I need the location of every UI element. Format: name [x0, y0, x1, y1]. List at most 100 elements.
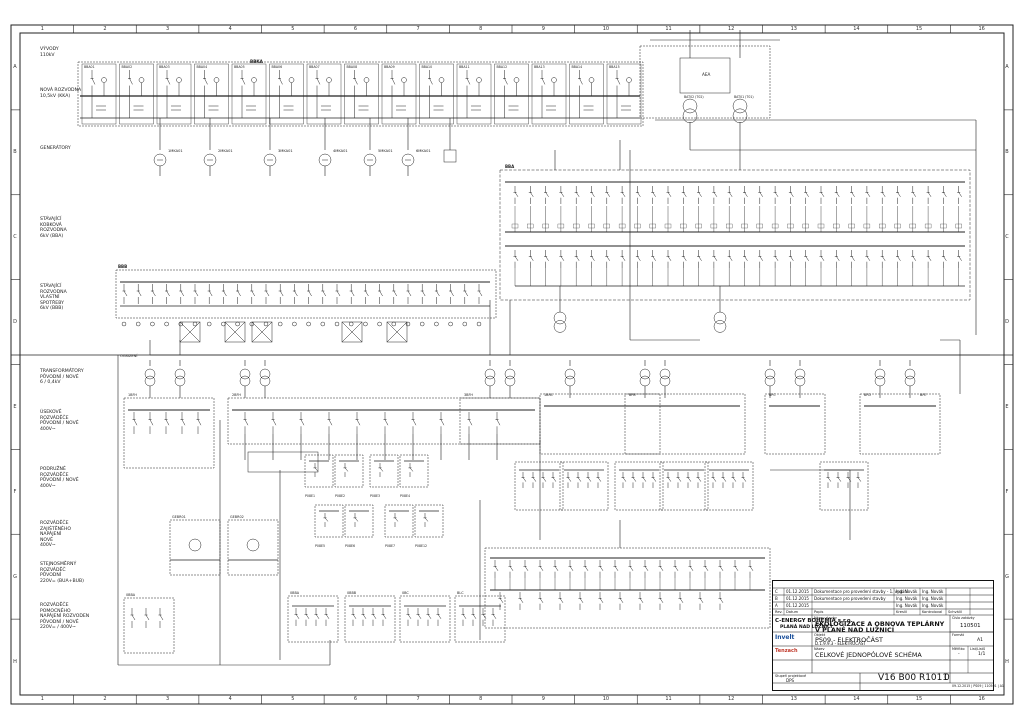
designer-logo: Tenzach: [775, 648, 798, 654]
diagram-label: BBA14: [572, 65, 583, 69]
diagram-label: BBA09: [384, 65, 395, 69]
label-object: Objekt: [814, 633, 826, 637]
column-number: 11: [665, 26, 672, 32]
diagram-label: 3MKA01: [278, 149, 293, 153]
column-number: 14: [853, 26, 860, 32]
diagram-label: BFB: [629, 393, 636, 397]
column-number: 2: [103, 26, 107, 32]
rev-header-no: Rev.: [775, 610, 783, 614]
column-number: 12: [728, 26, 735, 32]
section-label-line: 6kV (BBA): [40, 233, 64, 239]
diagram-label: BFE: [920, 393, 926, 397]
rev-a-checked: Ing. Novák: [922, 603, 944, 608]
column-number: 1: [40, 696, 44, 702]
diagram-label: BBB: [118, 264, 127, 269]
diagram-label: BBA01: [84, 65, 95, 69]
diagram-label: BBA10: [422, 65, 433, 69]
label-drawing: Název: [814, 647, 825, 651]
diagram-label: GEBR01: [172, 515, 186, 519]
section-label-line: PŮVODNÍ / NOVÉ: [40, 478, 79, 484]
rev-b-no: B: [775, 596, 778, 601]
diagram-label: P08E3: [370, 494, 380, 498]
section-label-line: POMOCNÉHO: [40, 608, 71, 614]
column-number: 5: [291, 696, 295, 702]
section-label-line: 110kV: [40, 52, 55, 58]
diagram-label: 1MKA01: [168, 149, 183, 153]
column-number: 6: [353, 696, 358, 702]
diagram-label: 5MKA01: [378, 149, 393, 153]
client-name: C-ENERGY BOHEMIA s.r.o.: [775, 618, 853, 624]
row-letter: A: [13, 64, 17, 71]
section-label-line: ZAJIŠTĚNÉHO: [40, 526, 72, 532]
diagram-label: P08E6: [345, 544, 355, 548]
column-number: 10: [602, 696, 610, 702]
section-label-line: NOVÉ: [40, 537, 54, 543]
diagram-label: P08E1: [305, 494, 315, 498]
label-stage: Stupeň projektové: [775, 674, 807, 678]
diagram-label: 0BBB: [347, 591, 357, 595]
section-label-line: ROZVÁDĚČ: [40, 567, 66, 573]
diagram-label: BAT02 (T02): [684, 95, 704, 99]
object-name: PS09 - ELEKTROČÁST: [815, 636, 883, 644]
section-label-line: SPOTŘEBY: [40, 300, 64, 306]
section-label-line: 400V~: [40, 483, 56, 489]
diagram-label: BBA11: [459, 65, 470, 69]
column-number: 8: [479, 696, 483, 702]
section-label-line: PŮVODNÍ / NOVÉ: [40, 374, 79, 380]
row-letter: H: [1005, 658, 1009, 665]
column-number: 5: [291, 26, 295, 32]
rev-b-date: 01.12.2015: [786, 596, 809, 601]
row-letter: C: [1005, 234, 1009, 241]
contractor-logo: Invelt: [775, 634, 795, 641]
column-number: 15: [915, 26, 923, 32]
label-format: Formát: [952, 633, 964, 637]
rev-c-date: 01.12.2015: [786, 589, 809, 594]
project-title: EKOLOGIZACE A OBNOVA TEPLÁRNY: [815, 620, 945, 628]
diagram-label: 6MKA01: [416, 149, 431, 153]
section-label-line: KOBKOVÁ: [40, 222, 62, 228]
section-label-line: NAPÁJENÍ ROZVODEN: [40, 614, 90, 620]
row-letter: E: [13, 403, 17, 410]
rev-c-no: C: [775, 589, 778, 594]
section-label-line: ROZVÁDĚČE: [40, 472, 69, 478]
column-number: 9: [541, 696, 545, 702]
client-sub: PLANÁ NAD LUŽNICÍ: [780, 625, 833, 630]
diagram-label: 3BFH: [464, 393, 473, 397]
column-number: 16: [978, 26, 985, 32]
section-label: GENERÁTORY: [40, 146, 71, 152]
section-label-line: STÁVAJÍCÍ: [40, 284, 62, 289]
section-label-line: VLASTNÍ: [40, 295, 60, 301]
section-label-line: 6kV (BBB): [40, 306, 64, 312]
diagram-label: GEBR02: [230, 515, 244, 519]
column-number: 8: [479, 26, 483, 32]
rev-header-checked: Kontroloval: [922, 610, 943, 614]
diagram-label: BBA03: [159, 65, 170, 69]
column-number: 11: [665, 696, 672, 702]
grid-ticks: [11, 25, 1013, 704]
section-label-line: 220V= (BUA+BUB): [40, 578, 84, 584]
diagram-label: BLC: [457, 591, 464, 595]
rev-a-date: 01.12.2015: [786, 603, 809, 608]
diagram-label: OGSIZENÍ: [120, 353, 137, 358]
section-label-line: PODRUŽNÉ: [40, 467, 66, 472]
diagram-label: BBA05: [234, 65, 245, 69]
column-number: 15: [915, 696, 923, 702]
column-number: 13: [790, 696, 797, 702]
section-label-line: 10,5kV (KKA): [40, 93, 71, 99]
job-number: 110501: [960, 623, 981, 629]
diagram-label: BBA02: [122, 65, 133, 69]
diagram-label: P08E4: [400, 494, 410, 498]
diagram-label: P08E7: [385, 544, 395, 548]
label-project: Název stavby: [814, 616, 837, 620]
section-label-line: PŮVODNÍ / NOVÉ: [40, 619, 79, 625]
rev-c-checked: Ing. Novák: [922, 589, 944, 594]
format-value: A1: [977, 638, 984, 643]
footer-info: 09.12.2015 | PS09 | 110501 | A1: [952, 684, 1004, 688]
column-number: 6: [353, 26, 358, 32]
scale-value: -: [958, 652, 960, 657]
